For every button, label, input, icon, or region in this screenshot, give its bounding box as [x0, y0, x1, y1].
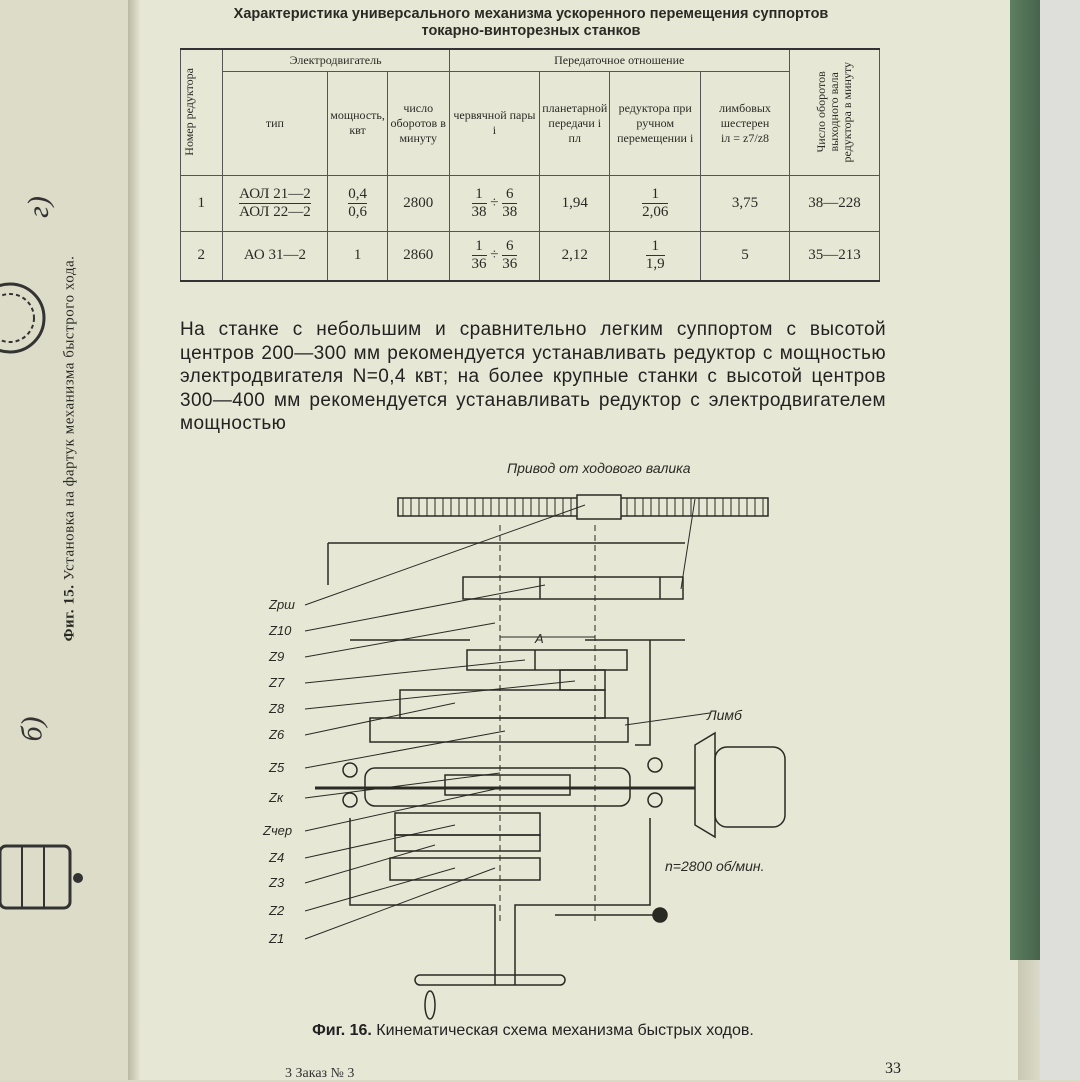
figure-15-text: Установка на фартук механизма быстрого х… [61, 255, 78, 581]
gear-z8 [399, 689, 606, 719]
figure-15-caption: Фиг. 15. Установка на фартук механизма б… [62, 149, 79, 749]
left-page: г) б) Фиг. 15. Установка на фартук механ… [0, 0, 128, 1080]
page-number: 33 [885, 1060, 901, 1077]
limb-label: Лимб [706, 707, 743, 723]
gear-label-z1: Z1 [268, 931, 284, 946]
gear-label-z9: Z9 [268, 649, 284, 664]
cell-no: 1 [180, 174, 223, 232]
motor-rpm-label: n=2800 об/мин. [665, 858, 765, 874]
header-power: мощность, квт [327, 70, 388, 176]
book-gutter [128, 0, 140, 1080]
gear-label-z8: Z8 [268, 701, 285, 716]
header-ratio: Передаточное отношение [448, 48, 790, 72]
cell-no: 2 [180, 230, 223, 282]
motor [714, 746, 786, 828]
gear-label-z3: Z3 [268, 875, 285, 890]
cell-rpm: 2800 [386, 174, 450, 232]
figure-16-number: Фиг. 16. [312, 1022, 372, 1039]
cell-power: 1 [327, 230, 388, 282]
cell-output: 35—213 [788, 230, 881, 282]
figure-16-caption: Фиг. 16. Кинематическая схема механизма … [180, 1022, 886, 1040]
figure-15-number: Фиг. 15. [61, 584, 78, 642]
header-type: тип [221, 70, 329, 176]
pinion-rack [576, 494, 622, 520]
book-cover-edge [1010, 0, 1040, 960]
gear-label-z5: Z5 [268, 760, 285, 775]
gear-label-z2: Z2 [268, 903, 285, 918]
header-limb: лимбовых шестерен iл = z7/z8 [700, 70, 790, 176]
background-surface [1040, 0, 1080, 1080]
gear-label-z6: Z6 [268, 727, 285, 742]
spec-table: Номер редуктора Электродвигатель Передат… [180, 48, 881, 282]
dimension-a-label: A [534, 631, 544, 646]
page-footer: 3 Заказ № 3 [285, 1066, 355, 1081]
cell-rpm: 2860 [386, 230, 450, 282]
gear-label-z4: Z4 [268, 850, 284, 865]
cell-planetary: 2,12 [539, 230, 611, 282]
header-manual: редуктора при ручном перемещении i [609, 70, 702, 176]
gear-label-zk: Zк [268, 790, 284, 805]
header-worm: червячной пары i [448, 70, 541, 176]
cell-planetary: 1,94 [539, 174, 611, 232]
kinematic-diagram: Привод от ходового валика Лимб n=2800 об… [262, 460, 786, 1020]
cell-output: 38—228 [788, 174, 881, 232]
drive-label: Привод от ходового валика [507, 460, 691, 476]
cell-limb: 3,75 [700, 174, 790, 232]
gear-label-zcher: Zчер [262, 823, 292, 838]
body-paragraph: На станке с небольшим и сравнительно лег… [180, 319, 886, 434]
gear-label-zrsh: Zрш [268, 597, 295, 612]
gear-label-z7: Z7 [268, 675, 285, 690]
header-planetary: планетарной передачи i пл [539, 70, 611, 176]
gear-z9 [466, 649, 628, 671]
header-limb-formula: iл = z7/z8 [720, 130, 770, 145]
gear-label-z10: Z10 [268, 623, 292, 638]
table-title-line1: Характеристика универсального механизма … [233, 6, 829, 22]
table-title-line2: токарно-винторезных станков [421, 23, 641, 39]
header-rpm: число оборотов в минуту [386, 70, 450, 176]
gear-z10 [462, 576, 684, 600]
figure-16-text: Кинематическая схема механизма быстрых х… [376, 1022, 754, 1039]
cell-type: АО 31—2 [221, 230, 329, 282]
left-figure-drawing [0, 282, 83, 910]
cell-limb: 5 [700, 230, 790, 282]
header-reducer-no: Номер редуктора [180, 48, 223, 176]
header-motor: Электродвигатель [221, 48, 450, 72]
limb-gear [369, 717, 629, 743]
header-output-rpm: Число оборотов выходного вала редуктора … [788, 48, 881, 176]
table-title: Характеристика универсального механизма … [175, 6, 887, 40]
